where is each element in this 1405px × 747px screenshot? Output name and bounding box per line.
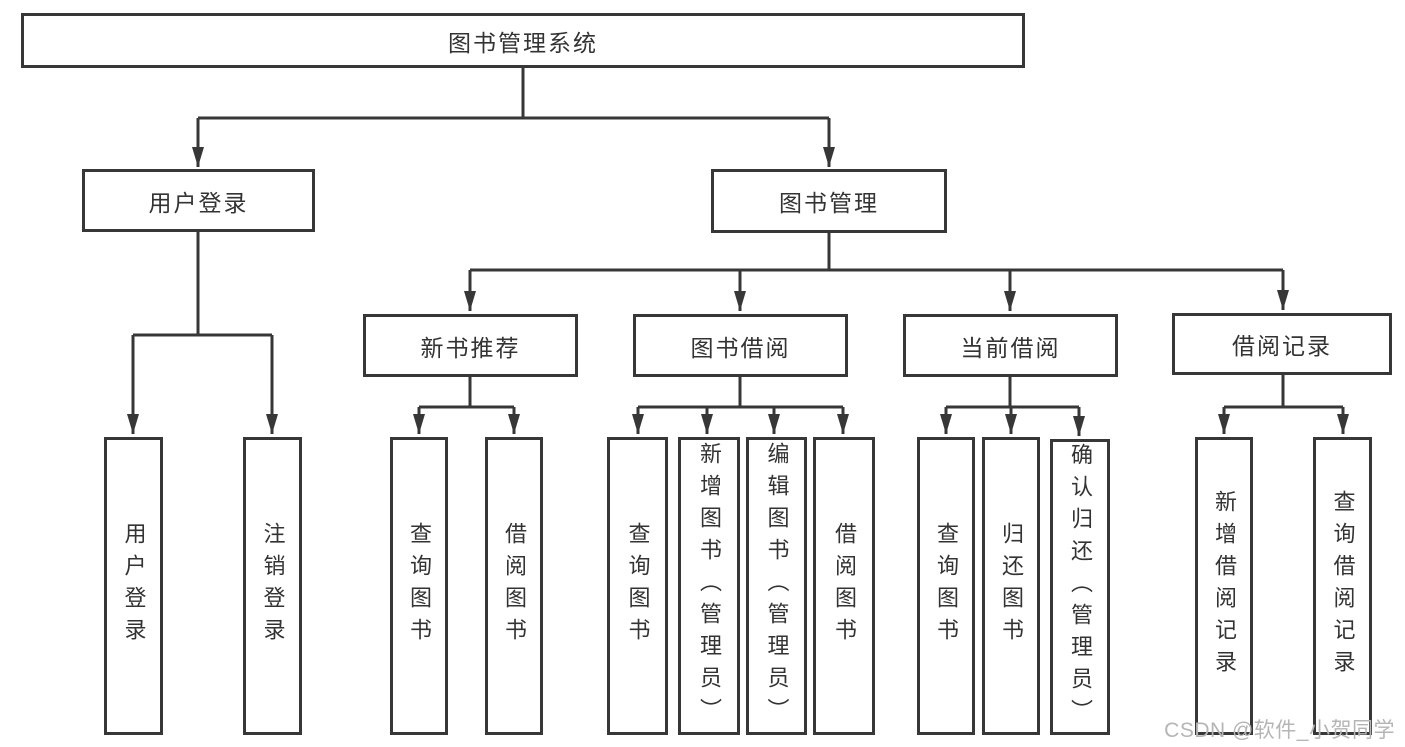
leaf-add-borrow-record-label: 新增借阅记录 — [1212, 490, 1237, 682]
leaf-confirm-return-admin-label: 确认归还（管理员） — [1068, 443, 1093, 731]
leaf-query-borrow-record-label: 查询借阅记录 — [1330, 490, 1356, 682]
leaf-user-login-label: 用户登录 — [121, 522, 147, 650]
node-current-borrowing-label: 当前借阅 — [960, 334, 1061, 361]
leaf-return-books: 归还图书 — [982, 437, 1040, 735]
node-user-login-label: 用户登录 — [148, 189, 249, 216]
leaf-query-books-3-label: 查询图书 — [934, 522, 959, 650]
leaf-user-login: 用户登录 — [104, 437, 163, 735]
leaf-borrow-books-2: 借阅图书 — [813, 437, 875, 735]
leaf-borrow-books-2-label: 借阅图书 — [832, 522, 857, 650]
node-new-book-recommend-label: 新书推荐 — [420, 334, 521, 361]
node-book-management-label: 图书管理 — [779, 190, 879, 216]
leaf-borrow-books-1: 借阅图书 — [485, 437, 543, 735]
leaf-query-books-2-label: 查询图书 — [625, 522, 651, 650]
node-current-borrowing: 当前借阅 — [903, 314, 1118, 377]
node-borrow-records-label: 借阅记录 — [1232, 333, 1332, 359]
leaf-add-books-admin: 新增图书（管理员） — [678, 437, 740, 735]
leaf-logout-login-label: 注销登录 — [260, 522, 286, 650]
node-borrow-records: 借阅记录 — [1172, 313, 1392, 375]
leaf-query-books-2: 查询图书 — [607, 437, 668, 735]
leaf-query-books-3: 查询图书 — [917, 437, 975, 735]
node-user-login: 用户登录 — [82, 169, 315, 232]
node-root-label: 图书管理系统 — [448, 29, 598, 56]
leaf-add-borrow-record: 新增借阅记录 — [1195, 437, 1253, 735]
leaf-return-books-label: 归还图书 — [999, 522, 1024, 650]
leaf-borrow-books-1-label: 借阅图书 — [502, 522, 527, 650]
leaf-confirm-return-admin: 确认归还（管理员） — [1050, 439, 1110, 735]
node-book-borrowing: 图书借阅 — [633, 314, 848, 377]
leaf-query-borrow-record: 查询借阅记录 — [1313, 437, 1372, 735]
node-book-borrowing-label: 图书借阅 — [690, 334, 791, 361]
node-book-management: 图书管理 — [711, 169, 947, 233]
leaf-logout-login: 注销登录 — [243, 437, 302, 735]
leaf-query-books-1: 查询图书 — [390, 437, 448, 735]
node-new-book-recommend: 新书推荐 — [363, 314, 578, 377]
leaf-edit-books-admin: 编辑图书（管理员） — [746, 437, 807, 735]
node-root: 图书管理系统 — [21, 13, 1025, 68]
leaf-add-books-admin-label: 新增图书（管理员） — [697, 442, 722, 730]
leaf-query-books-1-label: 查询图书 — [407, 522, 432, 650]
watermark-text: CSDN @软件_小贺同学 — [1164, 719, 1395, 742]
leaf-edit-books-admin-label: 编辑图书（管理员） — [764, 442, 790, 730]
